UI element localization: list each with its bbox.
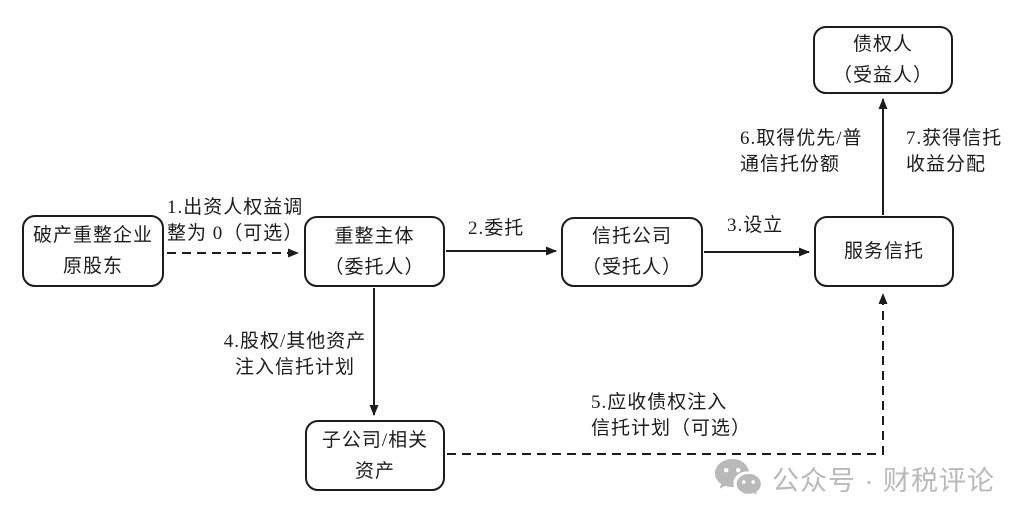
edge2-label-line1: 2.委托	[468, 218, 525, 239]
wechat-icon	[715, 459, 762, 498]
node-original-shareholders-line2: 原股东	[62, 256, 123, 277]
watermark: 公众号 · 财税评论	[714, 458, 995, 498]
node-subsidiary-line1: 子公司/相关	[321, 429, 429, 451]
node-subsidiary-line2: 资产	[354, 460, 395, 482]
edge7-label-line1: 7.获得信托	[906, 128, 1003, 149]
edge1-label-line2: 整为 0（可选）	[167, 223, 304, 244]
node-service-trust: 服务信托	[814, 216, 954, 287]
edge5-label-line1: 5.应收债权注入	[591, 392, 728, 413]
edge4-label-line2: 注入信托计划	[234, 357, 355, 378]
node-restructuring-entity-line1: 重整主体	[334, 225, 415, 247]
edge6-label-line1: 6.取得优先/普	[740, 128, 863, 149]
node-restructuring-entity: 重整主体 （委托人）	[304, 216, 445, 287]
edge5-label-line2: 信托计划（可选）	[591, 418, 752, 439]
node-service-trust-line1: 服务信托	[843, 241, 924, 262]
node-creditor-line1: 债权人	[852, 34, 913, 55]
node-trust-company-line1: 信托公司	[591, 226, 672, 247]
node-creditor: 债权人 （受益人）	[813, 26, 953, 94]
edge5-dashed-arrow	[447, 293, 888, 455]
edge3-label-line1: 3.设立	[727, 215, 784, 236]
edge7-label-line2: 收益分配	[906, 154, 987, 175]
node-creditor-line2: （受益人）	[832, 65, 933, 86]
edge6-label: 6.取得优先/普 通信托份额	[740, 126, 863, 178]
edge6-label-line2: 通信托份额	[740, 154, 841, 175]
edge1-label: 1.出资人权益调 整为 0（可选）	[167, 195, 303, 247]
node-trust-company: 信托公司 （受托人）	[561, 217, 703, 287]
edge7-label: 7.获得信托 收益分配	[906, 126, 1002, 178]
node-original-shareholders: 破产重整企业 原股东	[22, 215, 164, 287]
node-subsidiary: 子公司/相关 资产	[305, 420, 445, 491]
node-original-shareholders-line1: 破产重整企业	[32, 225, 153, 246]
watermark-text: 公众号 · 财税评论	[772, 465, 995, 496]
edge1-label-line1: 1.出资人权益调	[167, 197, 304, 218]
node-trust-company-line2: （受托人）	[581, 257, 682, 278]
edge3-label: 3.设立	[727, 213, 783, 239]
edge4-label-line1: 4.股权/其他资产	[223, 331, 367, 352]
node-restructuring-entity-line2: （委托人）	[324, 256, 425, 278]
edge5-label: 5.应收债权注入 信托计划（可选）	[591, 390, 751, 442]
edge2-label: 2.委托	[468, 216, 524, 242]
edge4-label: 4.股权/其他资产 注入信托计划	[222, 329, 368, 381]
